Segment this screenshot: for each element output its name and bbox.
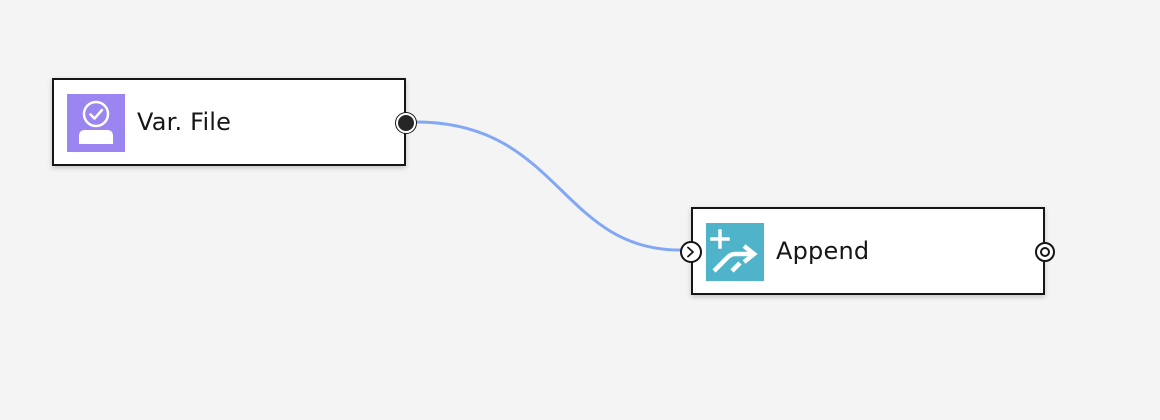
user-check-icon — [67, 94, 125, 152]
node-label-append: Append — [776, 237, 870, 265]
input-port-append[interactable] — [680, 241, 702, 263]
node-append[interactable]: Append — [680, 207, 1055, 295]
output-port-var-file[interactable] — [396, 113, 416, 133]
node-var-file[interactable]: Var. File — [52, 78, 416, 166]
link-var-file-to-append[interactable] — [414, 120, 682, 252]
append-arrow-icon — [706, 223, 764, 281]
chevron-right-icon — [687, 246, 694, 258]
node-label-var-file: Var. File — [137, 108, 232, 136]
output-port-append[interactable] — [1035, 242, 1055, 262]
